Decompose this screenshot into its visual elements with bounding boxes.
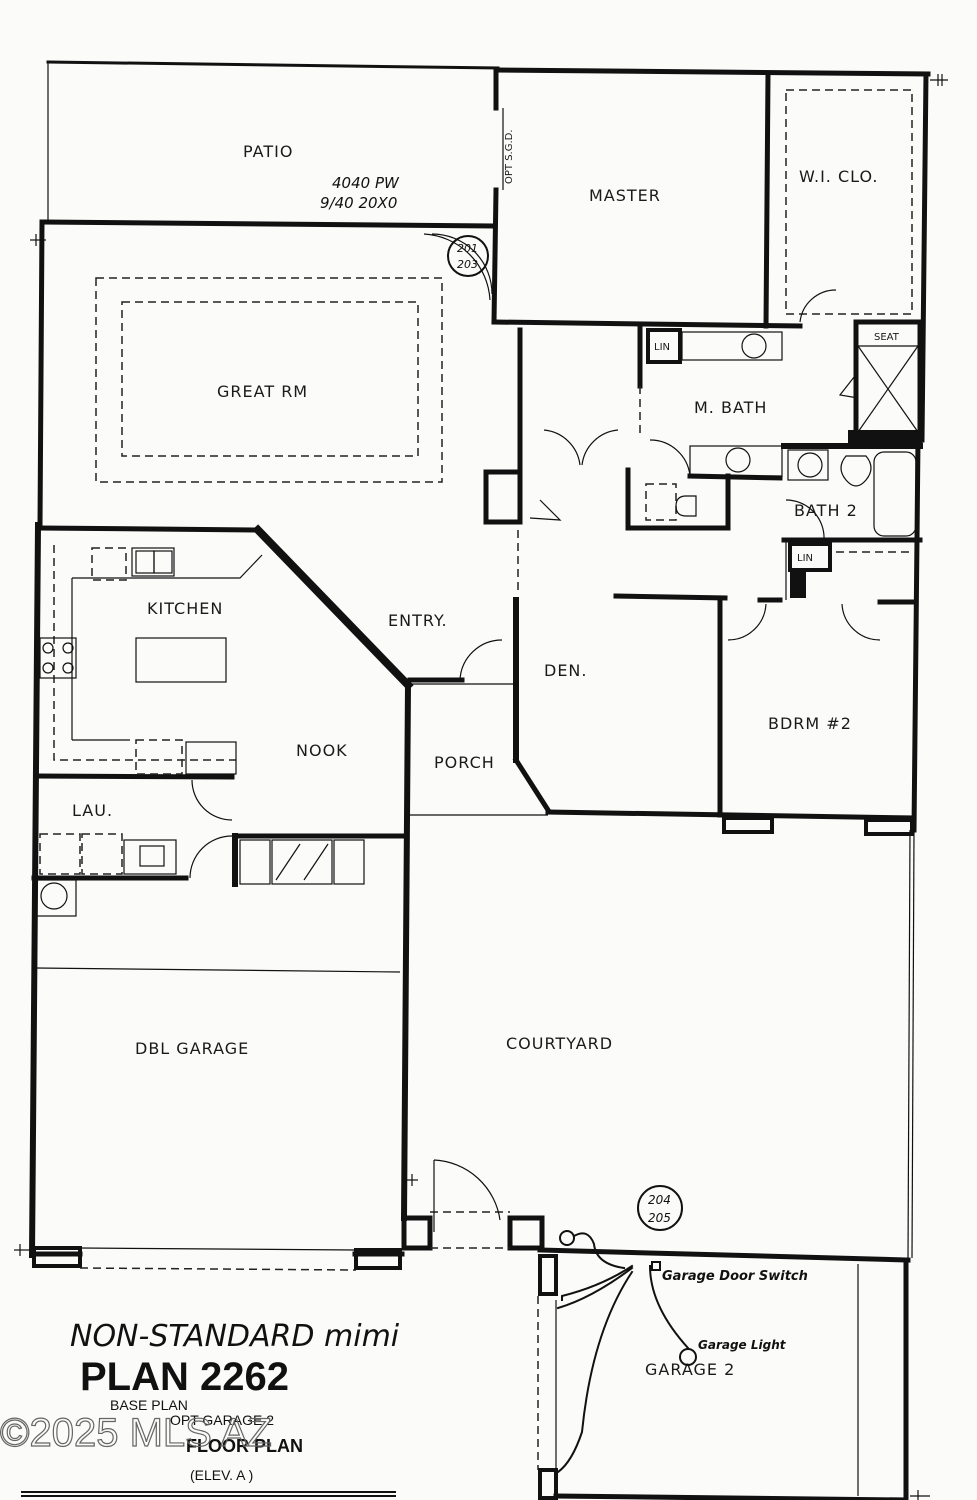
exterior-light-icon: [559, 1230, 575, 1246]
tag-circle-1: [447, 235, 489, 277]
room-label-master: MASTER: [589, 186, 661, 205]
dimension-ticks: [14, 74, 948, 1500]
window-note-line2: 9/40 20X0: [320, 194, 397, 212]
garage-door-switch-note: Garage Door Switch: [662, 1269, 808, 1284]
sheet-title: FLOOR PLAN: [186, 1436, 303, 1456]
garage-light-note: Garage Light: [698, 1338, 787, 1352]
tag1-bottom: 203: [457, 258, 478, 271]
watermark: ©2025 MLS AZ: [0, 1411, 272, 1455]
plan-title: PLAN 2262: [80, 1355, 289, 1399]
garage-light-icon: [679, 1348, 697, 1366]
tag1-top: 201: [457, 242, 478, 255]
garage-door-switch-icon: [651, 1261, 661, 1271]
room-label-dbl-garage: DBL GARAGE: [135, 1039, 249, 1058]
annotations: 4040 PW 9/40 20X0 201 203 204 205 Garage…: [320, 174, 808, 1474]
title-block: NON-STANDARD mimi PLAN 2262 BASE PLAN OP…: [0, 1319, 400, 1497]
room-label-master-bath: M. BATH: [694, 398, 767, 417]
room-label-wi-closet: W.I. CLO.: [799, 167, 879, 186]
option-line: OPT GARAGE 2: [170, 1412, 274, 1428]
window-note-line1: 4040 PW: [332, 174, 400, 192]
room-label-bath-2: BATH 2: [794, 501, 858, 520]
room-label-porch: PORCH: [434, 753, 495, 772]
room-label-nook: NOOK: [296, 741, 348, 760]
room-label-courtyard: COURTYARD: [506, 1034, 613, 1053]
linen-label-2: LIN: [797, 553, 813, 564]
room-label-garage-2: GARAGE 2: [645, 1360, 735, 1379]
tag-circle-2: [637, 1185, 683, 1231]
tag2-top: 204: [648, 1193, 671, 1207]
walls: [28, 60, 931, 1500]
room-label-kitchen: KITCHEN: [147, 599, 223, 618]
opt-sgd-label: OPT S.G.D.: [504, 129, 515, 184]
room-label-den: DEN.: [544, 661, 587, 680]
plan-subtitle: BASE PLAN: [110, 1397, 188, 1413]
linen-label-1: LIN: [654, 342, 670, 353]
seat-label: SEAT: [874, 332, 900, 343]
fixture-labels: OPT S.G.D. LIN LIN SEAT: [504, 129, 900, 564]
room-label-patio: PATIO: [243, 142, 293, 161]
room-labels: PATIO MASTER W.I. CLO. GREAT RM M. BATH …: [72, 142, 879, 1379]
room-label-laundry: LAU.: [72, 801, 113, 820]
tag2-bottom: 205: [648, 1211, 671, 1225]
room-label-entry: ENTRY.: [388, 611, 448, 630]
room-label-bedroom-2: BDRM #2: [768, 714, 852, 733]
handwritten-note: NON-STANDARD mimi: [70, 1319, 400, 1354]
room-label-great-room: GREAT RM: [217, 382, 308, 401]
elevation-label: (ELEV. A ): [190, 1467, 253, 1483]
